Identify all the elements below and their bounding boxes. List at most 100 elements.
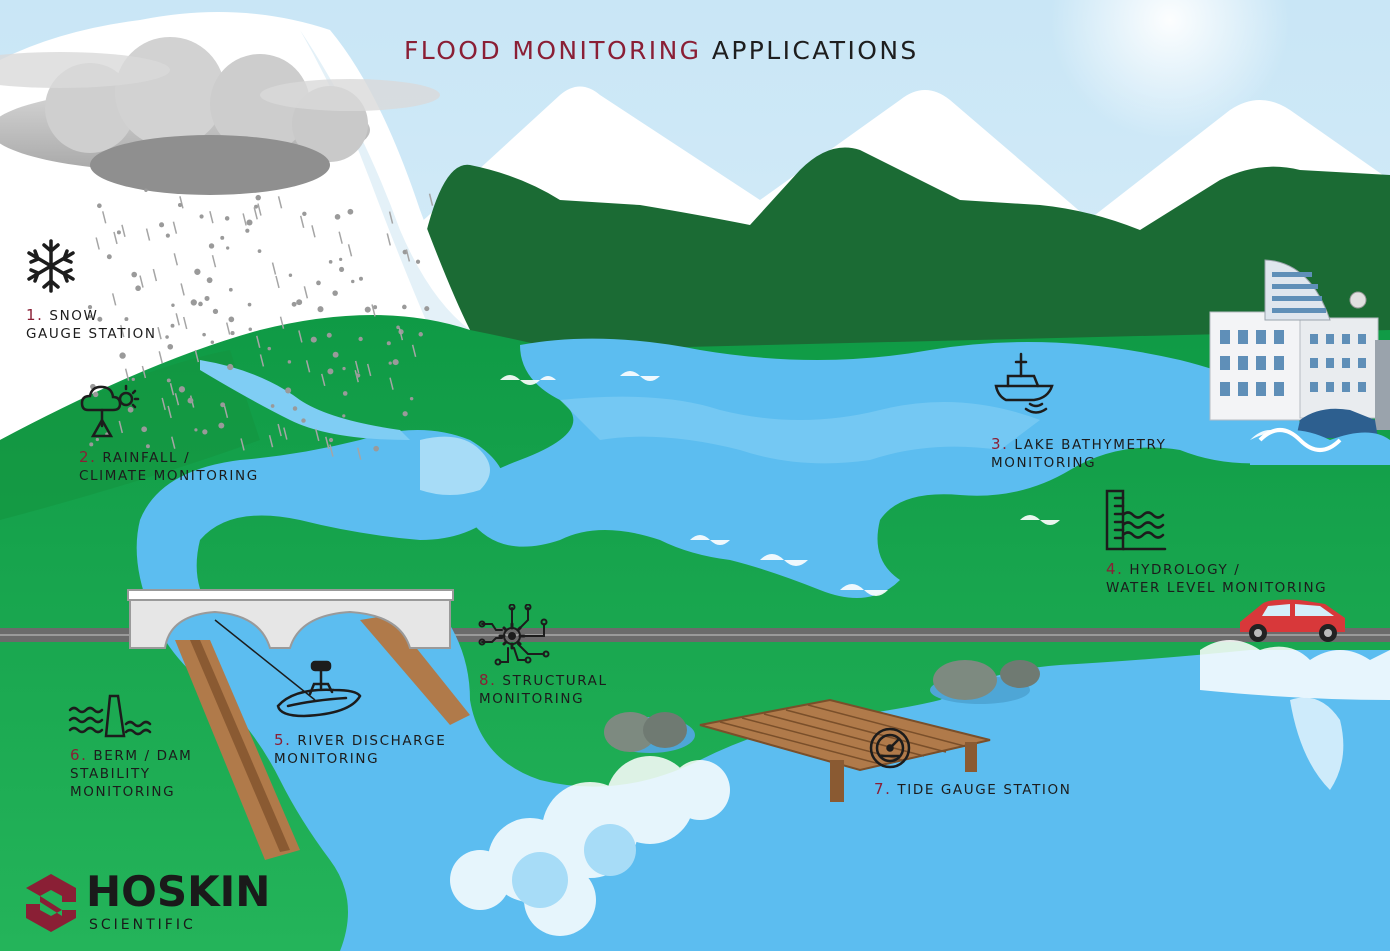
road-splash (1200, 640, 1390, 700)
label-number: 2. (79, 448, 97, 466)
label-number: 1. (26, 306, 44, 324)
bridge (127, 589, 454, 649)
rain-streak (240, 438, 245, 451)
label-line: MONITORING (70, 784, 176, 800)
sleet-drop (364, 306, 371, 313)
rain-streak (223, 405, 229, 419)
label-number: 3. (991, 435, 1009, 453)
sleet-drop (198, 301, 203, 307)
rain-streak (174, 392, 180, 406)
label-snow-gauge: 1. SNOW GAUGE STATION (26, 306, 157, 343)
sleet-drop (131, 271, 138, 278)
mountain-forest (420, 147, 1390, 360)
rain-streak (279, 316, 285, 329)
sleet-drop (388, 361, 392, 365)
rain-streak (311, 225, 316, 238)
sleet-drop (339, 257, 343, 261)
sleet-drop (194, 268, 201, 275)
label-tide-gauge: 7. TIDE GAUGE STATION (874, 780, 1071, 799)
rain-streak (182, 316, 188, 330)
rain-streak (209, 211, 214, 224)
right-berm (360, 615, 470, 725)
rain-streak (428, 193, 434, 206)
label-line: MONITORING (479, 691, 585, 707)
rain-streak (371, 304, 376, 317)
water-level-icon (1105, 489, 1167, 551)
rain-streak (356, 447, 362, 460)
label-line: HYDROLOGY / (1129, 562, 1241, 578)
sleet-drop (270, 404, 275, 408)
sleet-drop (351, 279, 355, 284)
rain-streak (388, 211, 394, 224)
snowflake-icon (27, 239, 75, 293)
title-accent: FLOOD MONITORING (404, 36, 702, 65)
sleet-drop (332, 290, 338, 296)
rain-streak (354, 360, 360, 374)
label-number: 5. (274, 731, 292, 749)
sleet-drop (285, 387, 292, 394)
rain-streak (259, 354, 265, 367)
rain-streak (95, 237, 100, 250)
sleet-drop (199, 214, 204, 219)
sleet-drop (255, 194, 261, 201)
sleet-drop (328, 437, 334, 443)
label-line: MONITORING (274, 751, 380, 767)
sleet-drop (177, 202, 183, 208)
sleet-drop (92, 391, 99, 398)
rain-streak (405, 249, 411, 262)
weather-station-icon (80, 384, 140, 438)
page-title: FLOOD MONITORING APPLICATIONS (404, 36, 919, 65)
sleet-drop (342, 366, 346, 371)
sleet-drop (230, 331, 235, 336)
sleet-drop (212, 308, 219, 315)
rain-streak (411, 344, 417, 358)
sleet-drop (97, 203, 102, 209)
label-line: STRUCTURAL (502, 673, 608, 689)
rain-streak (321, 373, 326, 387)
rain-streak (179, 196, 184, 209)
red-car (1240, 599, 1345, 642)
label-structural: 8. STRUCTURAL MONITORING (479, 671, 608, 708)
discharge-boat-icon (276, 660, 362, 718)
sleet-drop (247, 302, 252, 307)
sleet-drop (106, 254, 112, 260)
sleet-drop (415, 259, 421, 264)
rain-streak (305, 360, 311, 373)
label-number: 4. (1106, 560, 1124, 578)
label-number: 8. (479, 671, 497, 689)
sleet-drop (292, 406, 298, 411)
rain-streak (171, 436, 176, 449)
sleet-drop (218, 422, 225, 429)
sleet-drop (165, 233, 170, 238)
sleet-drop (204, 295, 210, 301)
rain-streak (303, 286, 309, 299)
label-line: STABILITY (70, 766, 151, 782)
sleet-drop (220, 235, 225, 240)
label-line: WATER LEVEL MONITORING (1106, 580, 1328, 596)
sleet-drop (206, 277, 213, 284)
label-line: SNOW (49, 308, 99, 324)
sleet-drop (124, 317, 129, 322)
sleet-drop (402, 411, 408, 417)
rain-streak (145, 228, 151, 241)
sleet-drop (246, 219, 253, 226)
rain-drops (87, 188, 434, 460)
rain-streak (398, 327, 404, 341)
dock (699, 698, 991, 802)
sleet-drop (288, 273, 293, 277)
sleet-drop (171, 303, 175, 307)
rain-streak (366, 363, 372, 377)
rain-streak (173, 253, 179, 266)
label-line: BERM / DAM (93, 748, 193, 764)
sleet-drop (88, 315, 92, 319)
rain-streak (194, 349, 200, 363)
building (1209, 259, 1390, 430)
label-line: RIVER DISCHARGE (297, 733, 447, 749)
rain-streak (299, 215, 305, 229)
sleet-drop (316, 280, 321, 286)
sleet-drop (144, 188, 148, 192)
rain-streak (141, 365, 147, 379)
sleet-drop (141, 426, 148, 433)
